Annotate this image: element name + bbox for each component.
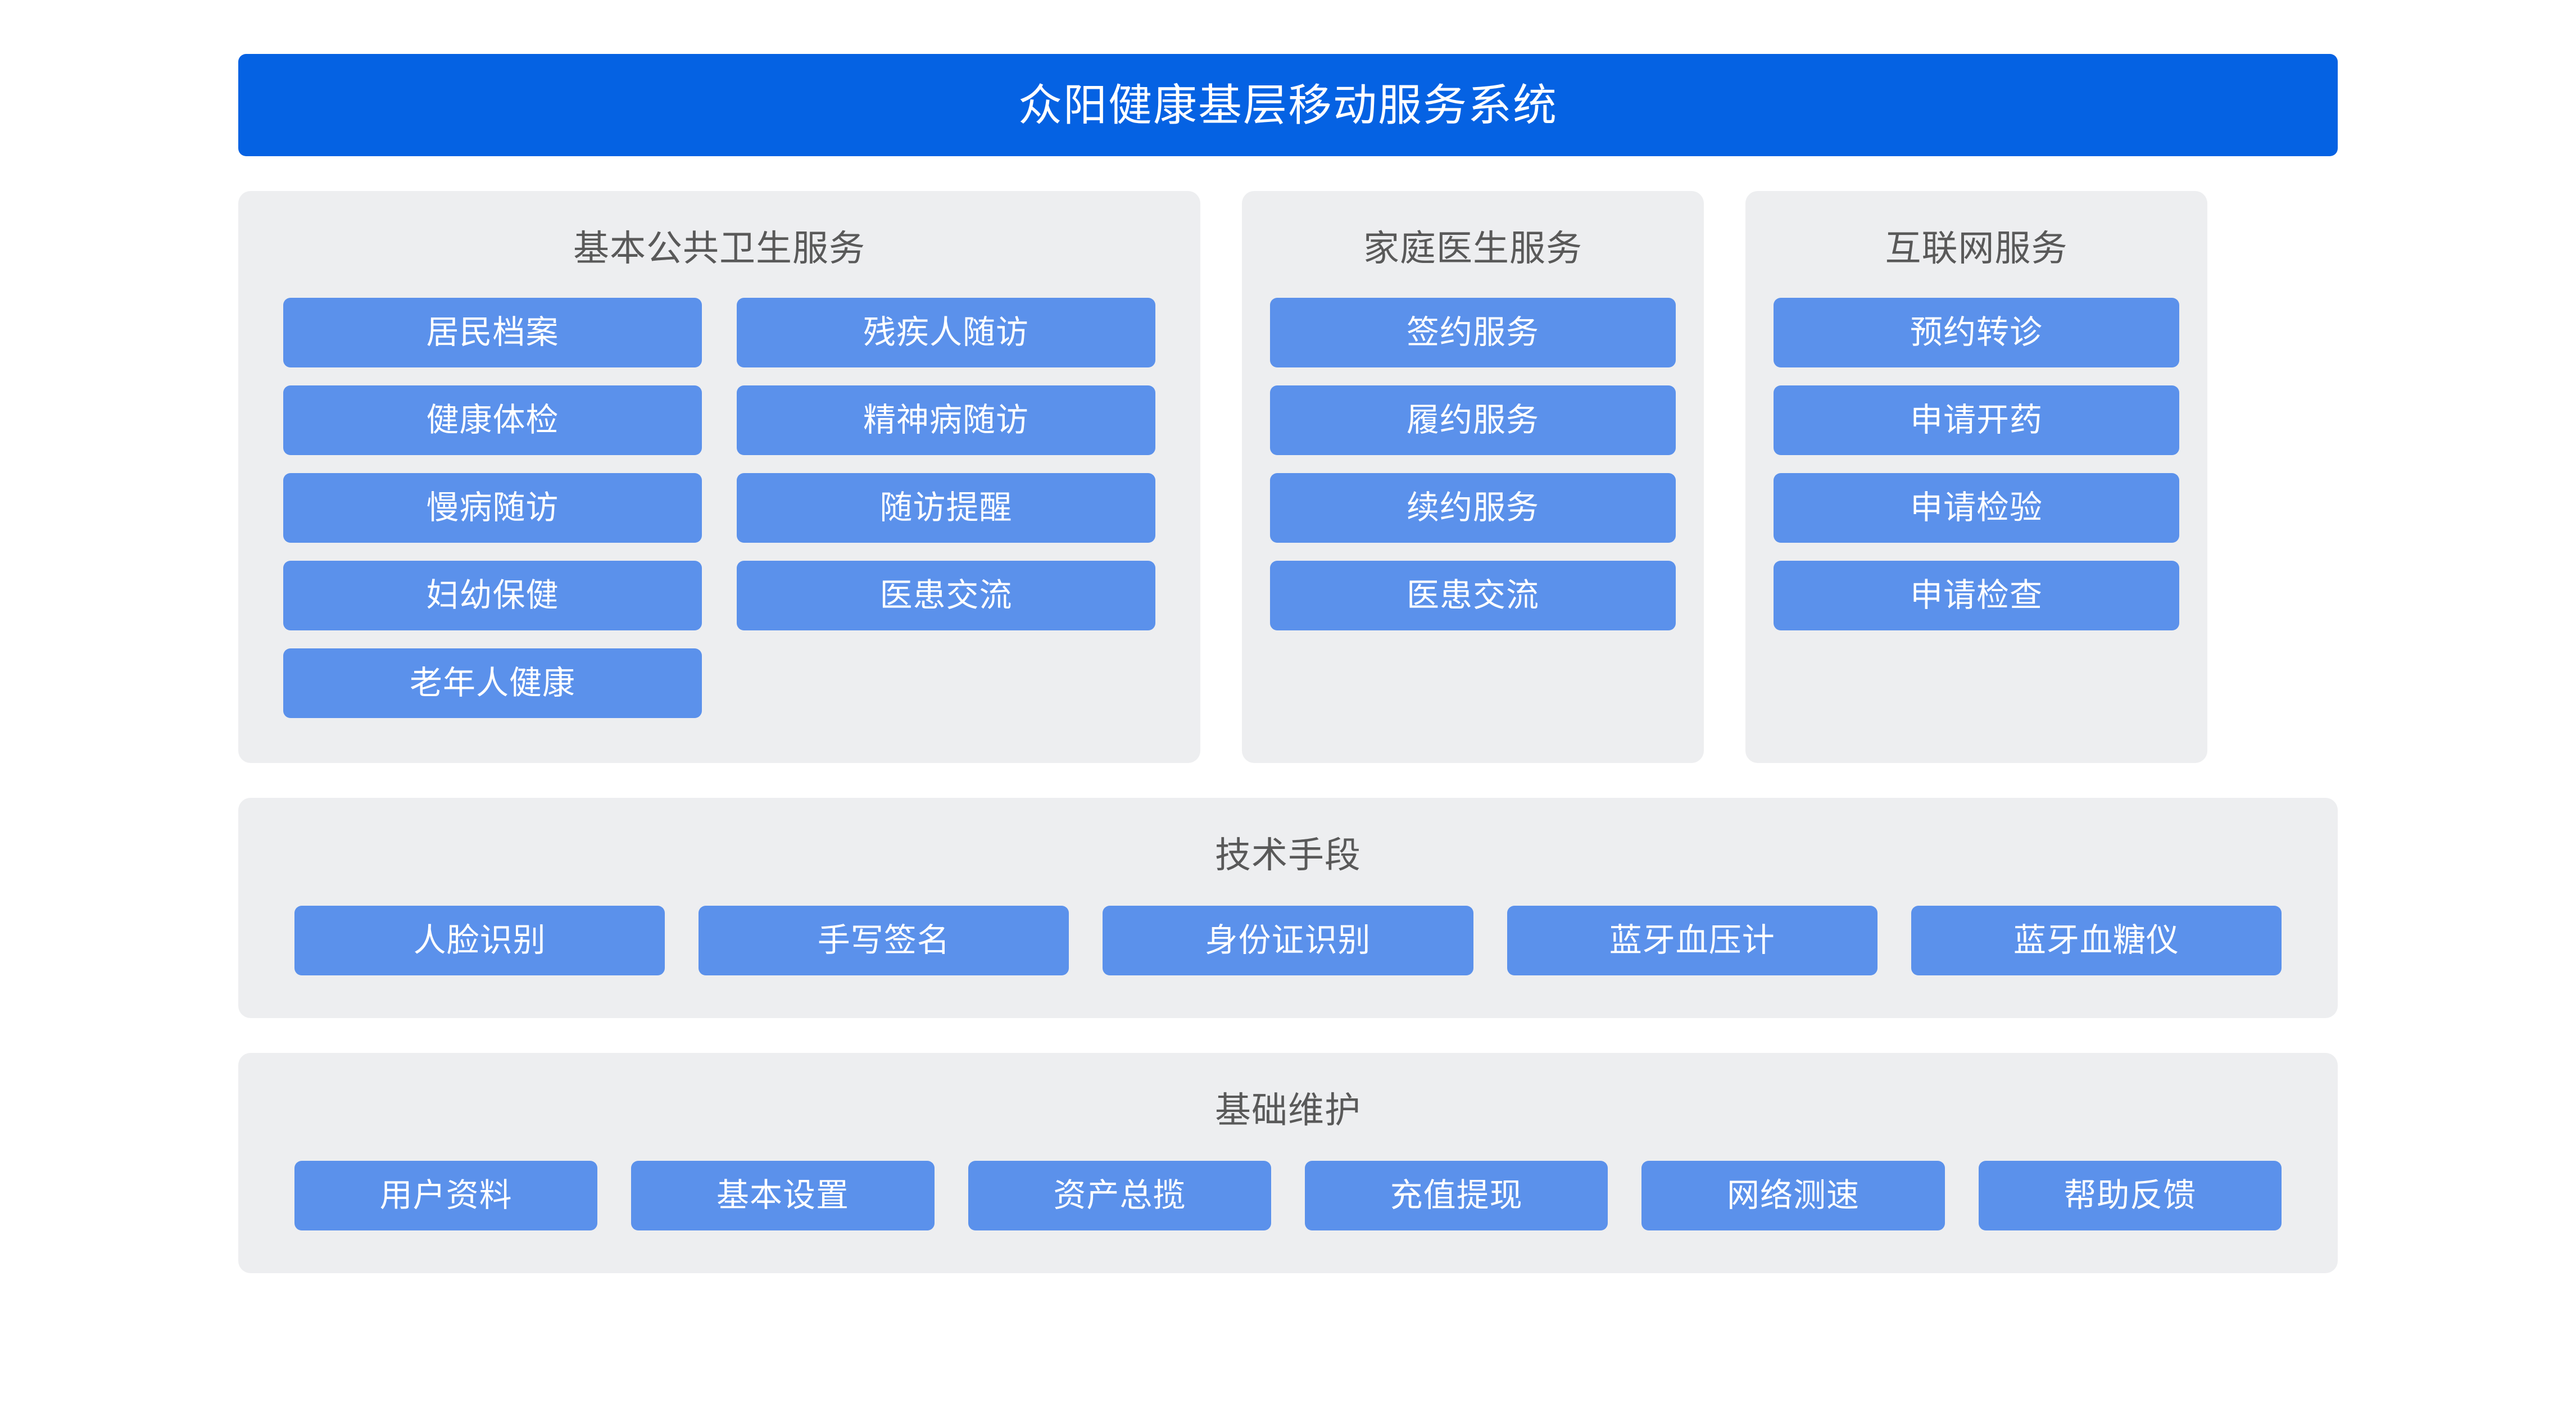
button-renewal-service[interactable]: 续约服务 [1270,473,1676,543]
button-face-recognition[interactable]: 人脸识别 [294,906,665,975]
button-basic-settings[interactable]: 基本设置 [631,1161,935,1230]
button-health-checkup[interactable]: 健康体检 [283,385,702,455]
service-panels-row: 基本公共卫生服务 居民档案 残疾人随访 健康体检 精神病随访 慢病随访 随访提醒… [238,191,2338,763]
button-handwritten-signature[interactable]: 手写签名 [699,906,1069,975]
button-network-speed-test[interactable]: 网络测速 [1641,1161,1945,1230]
button-elderly-health[interactable]: 老年人健康 [283,648,702,718]
panel-title-internet-service: 互联网服务 [1885,228,2068,269]
button-signing-service[interactable]: 签约服务 [1270,298,1676,367]
button-followup-reminder[interactable]: 随访提醒 [737,473,1155,543]
panel-title-public-health: 基本公共卫生服务 [573,228,865,269]
button-recharge-withdraw[interactable]: 充值提现 [1304,1161,1608,1230]
button-user-profile[interactable]: 用户资料 [294,1161,598,1230]
button-resident-record[interactable]: 居民档案 [283,298,702,367]
panel-technical-means: 技术手段 人脸识别 手写签名 身份证识别 蓝牙血压计 蓝牙血糖仪 [238,798,2338,1018]
panel-family-doctor: 家庭医生服务 签约服务 履约服务 续约服务 医患交流 [1242,191,1704,763]
internet-service-button-grid: 预约转诊 申请开药 申请检验 申请检查 [1774,298,2179,630]
button-help-feedback[interactable]: 帮助反馈 [1978,1161,2282,1230]
panel-title-technical-means: 技术手段 [1215,835,1361,875]
button-disabled-followup[interactable]: 残疾人随访 [737,298,1155,367]
grid-empty-slot [737,648,1155,718]
panel-internet-service: 互联网服务 预约转诊 申请开药 申请检验 申请检查 [1745,191,2207,763]
button-chronic-disease-followup[interactable]: 慢病随访 [283,473,702,543]
technical-means-button-row: 人脸识别 手写签名 身份证识别 蓝牙血压计 蓝牙血糖仪 [294,906,2282,975]
public-health-button-grid: 居民档案 残疾人随访 健康体检 精神病随访 慢病随访 随访提醒 妇幼保健 医患交… [283,298,1155,718]
family-doctor-button-grid: 签约服务 履约服务 续约服务 医患交流 [1270,298,1676,630]
panel-basic-maintenance: 基础维护 用户资料 基本设置 资产总揽 充值提现 网络测速 帮助反馈 [238,1053,2338,1273]
button-doctor-patient-communication-family[interactable]: 医患交流 [1270,561,1676,630]
basic-maintenance-button-row: 用户资料 基本设置 资产总揽 充值提现 网络测速 帮助反馈 [294,1161,2282,1230]
app-header-bar: 众阳健康基层移动服务系统 [238,54,2338,156]
button-bluetooth-blood-pressure-monitor[interactable]: 蓝牙血压计 [1507,906,1877,975]
button-appointment-referral[interactable]: 预约转诊 [1774,298,2179,367]
button-apply-lab-test[interactable]: 申请检验 [1774,473,2179,543]
button-fulfillment-service[interactable]: 履约服务 [1270,385,1676,455]
button-bluetooth-glucose-meter[interactable]: 蓝牙血糖仪 [1911,906,2282,975]
button-doctor-patient-communication[interactable]: 医患交流 [737,561,1155,630]
button-id-card-recognition[interactable]: 身份证识别 [1103,906,1473,975]
button-maternal-child-health[interactable]: 妇幼保健 [283,561,702,630]
button-apply-examination[interactable]: 申请检查 [1774,561,2179,630]
button-apply-prescription[interactable]: 申请开药 [1774,385,2179,455]
button-mental-illness-followup[interactable]: 精神病随访 [737,385,1155,455]
panel-public-health: 基本公共卫生服务 居民档案 残疾人随访 健康体检 精神病随访 慢病随访 随访提醒… [238,191,1200,763]
button-asset-overview[interactable]: 资产总揽 [968,1161,1271,1230]
panel-title-family-doctor: 家庭医生服务 [1363,228,1582,269]
app-title: 众阳健康基层移动服务系统 [1018,80,1558,130]
panel-title-basic-maintenance: 基础维护 [1215,1090,1361,1130]
